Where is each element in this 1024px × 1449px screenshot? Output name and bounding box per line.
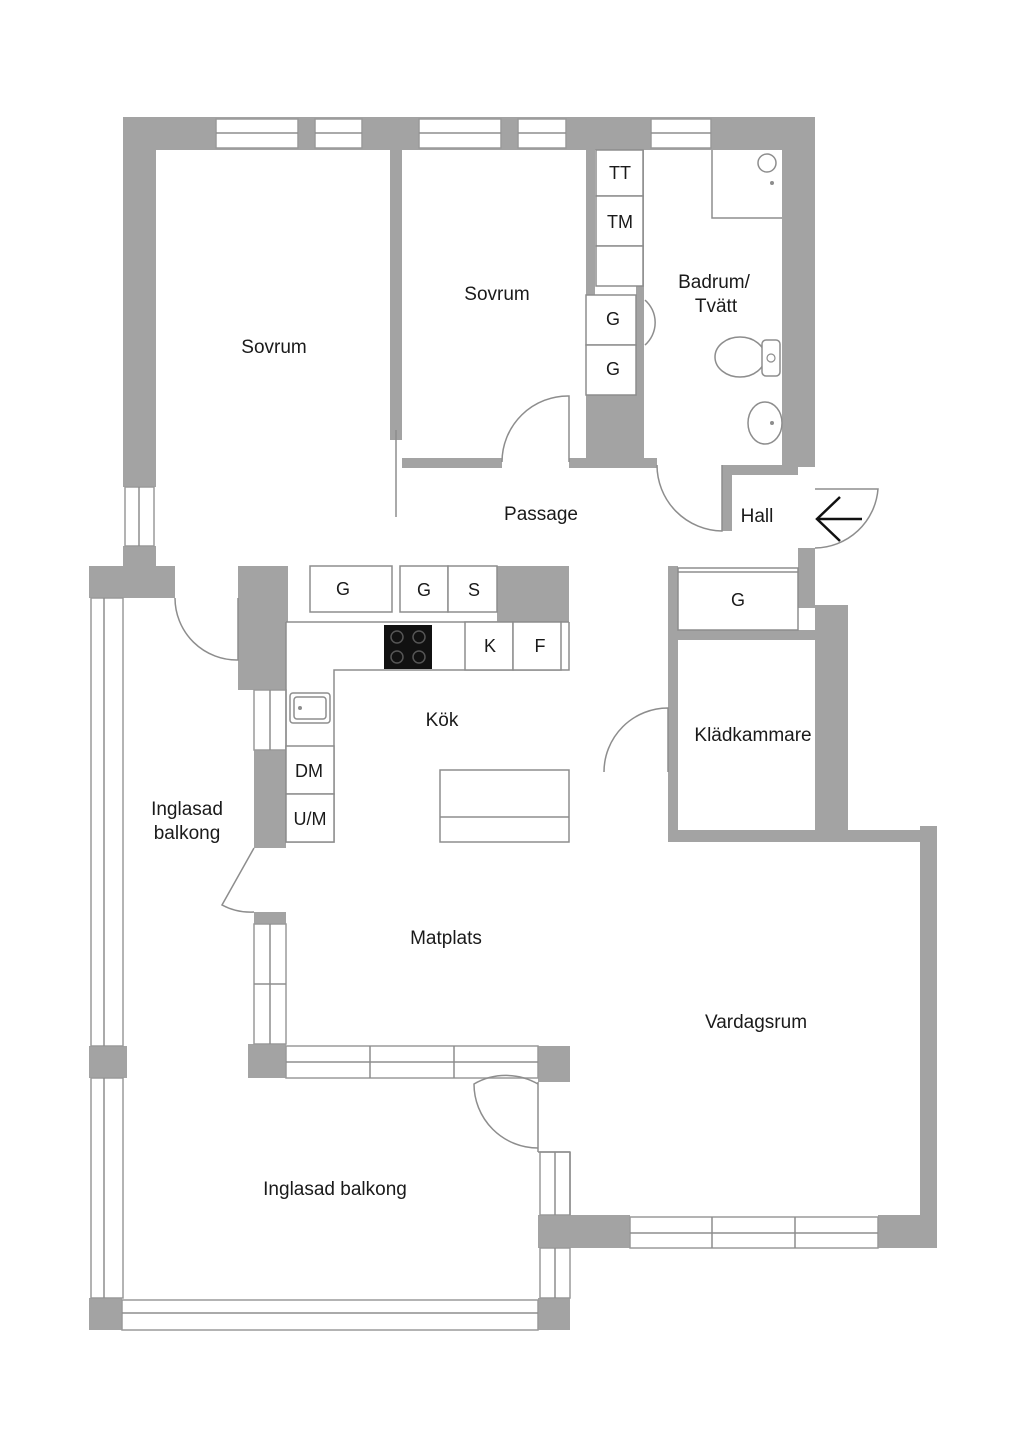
label-um: U/M [294, 809, 327, 829]
room-label-passage: Passage [504, 504, 578, 525]
doors [174, 395, 879, 1149]
room-label-balkong-upper-line2: balkong [154, 823, 221, 844]
fixture-labels: TT TM G G G G S K F DM U/M G [294, 163, 746, 829]
room-label-vardagsrum: Vardagsrum [705, 1012, 807, 1033]
room-label-balkong-lower: Inglasad balkong [263, 1179, 407, 1200]
room-label-kok: Kök [426, 710, 459, 731]
room-label-sovrum-small: Sovrum [464, 284, 529, 305]
entrance-arrow-icon [815, 496, 862, 542]
room-labels: Sovrum Sovrum Badrum/ Tvätt Passage Hall… [151, 272, 812, 1200]
label-tt: TT [609, 163, 631, 183]
interior-lines [285, 150, 799, 1215]
label-dm: DM [295, 761, 323, 781]
toilet-icon [714, 336, 781, 378]
label-tm: TM [607, 212, 633, 232]
label-g-kitchen-1: G [336, 579, 350, 599]
walls [89, 117, 937, 1330]
label-f-kitchen: F [535, 636, 546, 656]
stove-icon [384, 625, 432, 669]
room-label-badrum-line2: Tvätt [695, 296, 738, 317]
room-label-balkong-upper-line1: Inglasad [151, 799, 223, 820]
room-label-sovrum-large: Sovrum [241, 337, 306, 358]
fixture-boxes [285, 149, 656, 843]
label-g-bath-1: G [606, 309, 620, 329]
label-g-hall: G [731, 590, 745, 610]
kitchen-sink-icon [289, 692, 331, 724]
label-k-kitchen: K [484, 636, 496, 656]
room-label-badrum-line1: Badrum/ [678, 272, 751, 293]
washbasin-icon [747, 401, 783, 445]
windows [90, 118, 879, 1331]
label-g-bath-2: G [606, 359, 620, 379]
label-s-kitchen: S [468, 580, 480, 600]
room-label-kladkammare: Klädkammare [694, 725, 811, 746]
room-label-matplats: Matplats [410, 928, 482, 949]
shower-icon [757, 153, 777, 185]
room-label-hall: Hall [741, 506, 774, 527]
label-g-kitchen-2: G [417, 580, 431, 600]
